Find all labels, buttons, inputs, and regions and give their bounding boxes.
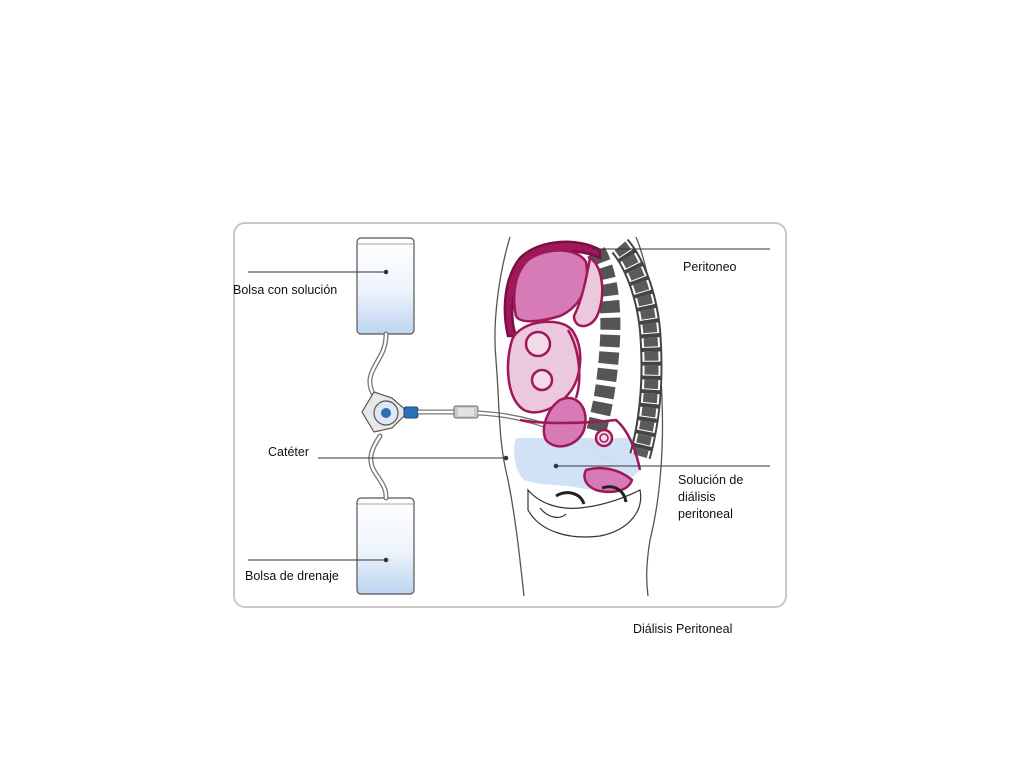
label-peritoneum: Peritoneo: [683, 260, 737, 274]
valve-connector: [361, 391, 419, 433]
diagram-caption: Diálisis Peritoneal: [633, 622, 733, 636]
leader-lines: [248, 248, 770, 563]
label-dialysis-solution-3: peritoneal: [678, 507, 733, 521]
solution-bag: [356, 237, 415, 335]
drain-bag: [356, 497, 415, 595]
label-solution-bag: Bolsa con solución: [233, 283, 338, 297]
label-dialysis-solution-2: diálisis: [678, 490, 716, 504]
abdominal-organs: [503, 240, 642, 494]
spine: [586, 238, 663, 459]
label-dialysis-solution-1: Solución de: [678, 473, 744, 487]
label-drain-bag: Bolsa de drenaje: [245, 569, 339, 583]
pelvic-structures: [527, 485, 642, 538]
label-catheter: Catéter: [268, 445, 309, 459]
